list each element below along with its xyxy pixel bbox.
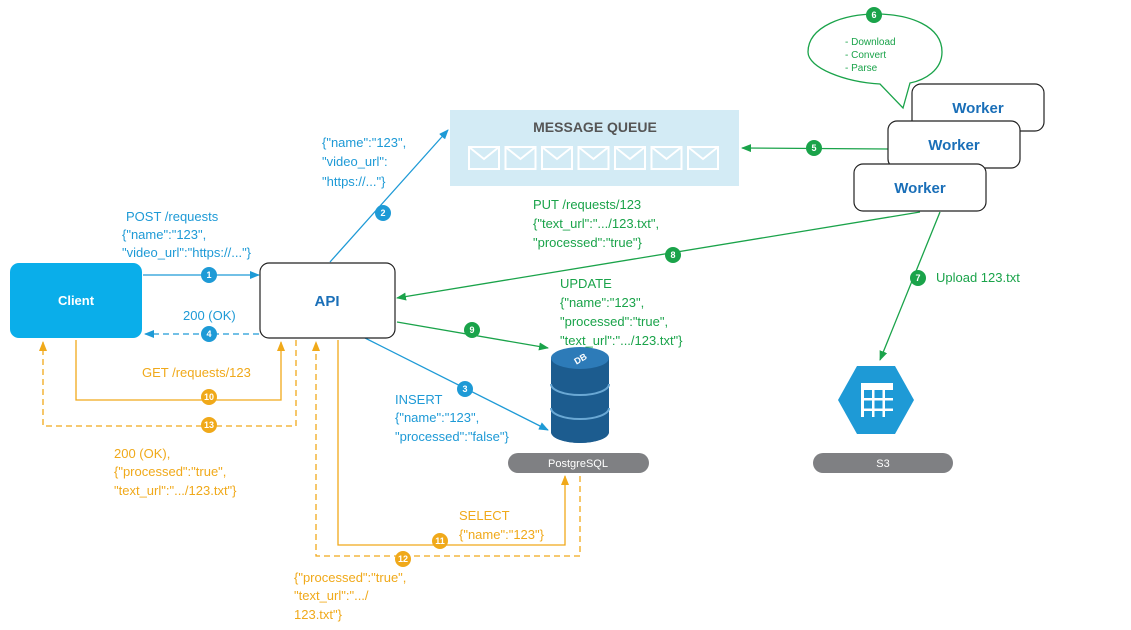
step-badge: 11 (432, 533, 448, 549)
s3-label: S3 (876, 458, 889, 470)
arrow-api-to-db-insert (364, 337, 549, 431)
step-number: 5 (811, 143, 816, 153)
update-line: {"name":"123", (560, 295, 644, 310)
put-line: {"text_url":".../123.txt", (533, 216, 659, 231)
post-label-line: "video_url":"https://..."} (122, 245, 252, 260)
arrow-db-result-api (312, 341, 581, 557)
worker-label: Worker (894, 180, 946, 197)
select-result-line: "text_url":".../ (294, 588, 369, 603)
envelope-icon (541, 146, 573, 170)
step-number: 1 (206, 270, 211, 280)
step-number: 7 (915, 273, 920, 283)
step-number: 4 (206, 329, 211, 339)
arrow-api-response-client (39, 340, 297, 427)
envelope-icon (577, 146, 610, 170)
step-number: 11 (435, 536, 445, 546)
post-label-line: {"name":"123", (122, 227, 206, 242)
api-label: API (314, 293, 339, 310)
bubble-line: - Convert (845, 50, 886, 61)
update-line: "text_url":".../123.txt"} (560, 333, 683, 348)
client-label: Client (58, 293, 95, 308)
arrow-api-select-db (337, 340, 569, 546)
message-queue-label: MESSAGE QUEUE (533, 119, 657, 135)
envelope-icon (614, 146, 646, 170)
step-number: 9 (469, 325, 474, 335)
step-number: 13 (204, 420, 214, 430)
arrow-api-to-queue (329, 129, 449, 263)
step-badge: 6 (866, 7, 882, 23)
insert-line: INSERT (395, 392, 442, 407)
envelope-icon (687, 146, 719, 170)
s3-pill (813, 453, 953, 473)
post-label-line: POST /requests (126, 209, 219, 224)
arrow-worker-to-api (396, 211, 921, 301)
select-result-line: {"processed":"true", (294, 570, 406, 585)
step-badge: 3 (457, 381, 473, 397)
update-line: "processed":"true", (560, 314, 668, 329)
update-line: UPDATE (560, 276, 612, 291)
insert-line: {"name":"123", (395, 410, 479, 425)
final-response-line: {"processed":"true", (114, 464, 226, 479)
step-badge: 4 (201, 326, 217, 342)
queue-msg-line: {"name":"123", (322, 135, 406, 150)
queue-msg-line: "video_url": (322, 154, 388, 169)
step-badge: 2 (375, 205, 391, 221)
step-badge: 13 (201, 417, 217, 433)
bubble-line: - Download (845, 37, 896, 48)
put-line: PUT /requests/123 (533, 197, 641, 212)
upload-label: Upload 123.txt (936, 270, 1020, 285)
step-badge: 8 (665, 247, 681, 263)
step-badge: 7 (910, 270, 926, 286)
queue-msg-line: "https://..."} (322, 174, 386, 189)
step-number: 6 (871, 10, 876, 20)
select-line: {"name":"123"} (459, 527, 545, 542)
step-badge: 12 (395, 551, 411, 567)
envelope-icon (504, 146, 537, 170)
step-number: 3 (462, 384, 467, 394)
envelope-icon (650, 146, 683, 170)
arrow-client-get-api (75, 340, 285, 401)
step-number: 12 (398, 554, 408, 564)
final-response-line: 200 (OK), (114, 446, 170, 461)
final-response-line: "text_url":".../123.txt"} (114, 483, 237, 498)
step-badge: 1 (201, 267, 217, 283)
get-label: GET /requests/123 (142, 365, 251, 380)
step-badge: 5 (806, 140, 822, 156)
bubble-line: - Parse (845, 63, 878, 74)
envelope-icons (468, 146, 719, 170)
step-number: 8 (670, 250, 675, 260)
s3-icon (838, 366, 914, 434)
api-box (259, 262, 396, 339)
client-box (10, 263, 142, 338)
envelope-icon (468, 146, 500, 170)
step-number: 10 (204, 392, 214, 402)
select-result-line: 123.txt"} (294, 607, 343, 622)
worker-label: Worker (928, 137, 980, 154)
postgresql-label: PostgreSQL (548, 458, 608, 470)
worker-label: Worker (952, 100, 1004, 117)
put-line: "processed":"true"} (533, 235, 642, 250)
select-line: SELECT (459, 508, 510, 523)
postgresql-pill (508, 453, 649, 473)
step-number: 2 (380, 208, 385, 218)
worker-box-front (853, 163, 987, 212)
database-icon: DB (550, 347, 610, 443)
ok-label: 200 (OK) (183, 308, 236, 323)
step-badge: 9 (464, 322, 480, 338)
arrow-worker-to-s3 (879, 211, 941, 361)
step-badge: 10 (201, 389, 217, 405)
insert-line: "processed":"false"} (395, 429, 510, 444)
